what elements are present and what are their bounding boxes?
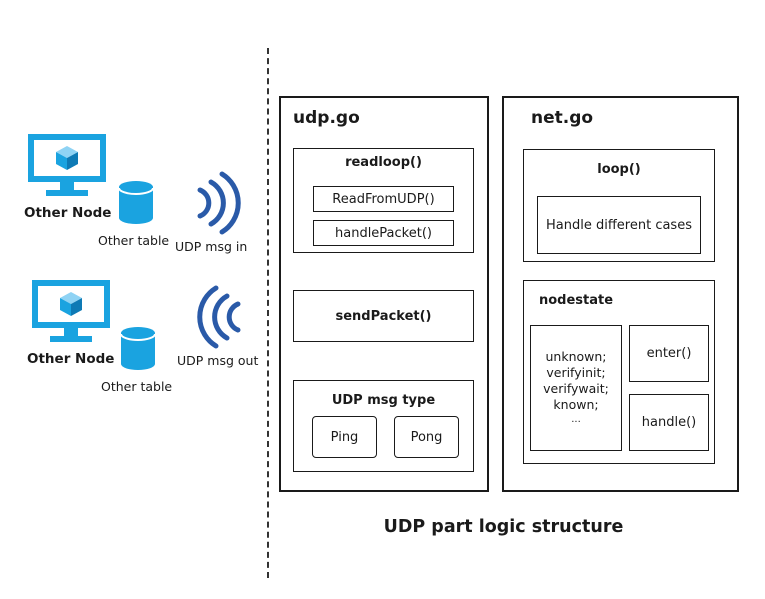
handle-cases-box: Handle different cases	[537, 196, 701, 254]
states-list: unknown; verifyinit; verifywait; known; …	[543, 349, 609, 427]
handlepacket-box: handlePacket()	[313, 220, 454, 246]
readfromudp-box: ReadFromUDP()	[313, 186, 454, 212]
handle-box: handle()	[629, 394, 709, 451]
states-box: unknown; verifyinit; verifywait; known; …	[530, 325, 622, 451]
signal-in-icon	[197, 171, 241, 235]
udp-msg-in-label: UDP msg in	[175, 239, 248, 254]
panel-title: udp.go	[293, 108, 360, 128]
signal-out-icon	[197, 285, 241, 349]
sendpacket-box: sendPacket()	[293, 290, 474, 342]
udp-msg-out-label: UDP msg out	[177, 353, 259, 368]
readloop-title: readloop()	[345, 155, 422, 170]
enter-box: enter()	[629, 325, 709, 382]
state-item: known;	[553, 397, 599, 412]
monitor-icon	[28, 134, 106, 196]
panel-title: net.go	[531, 108, 594, 128]
loop-title: loop()	[597, 162, 641, 177]
monitor-icon	[32, 280, 110, 342]
database-icon	[118, 181, 154, 224]
state-item: ...	[571, 414, 581, 425]
node-name: Other Node	[24, 205, 112, 221]
pong-box: Pong	[394, 416, 459, 458]
diagram-caption: UDP part logic structure	[383, 517, 624, 537]
ping-box: Ping	[312, 416, 377, 458]
table-label: Other table	[98, 233, 170, 248]
dashed-divider	[267, 48, 269, 578]
nodestate-title: nodestate	[539, 293, 614, 308]
state-item: unknown;	[545, 349, 607, 364]
database-icon	[120, 327, 156, 370]
state-item: verifyinit;	[546, 365, 606, 380]
state-item: verifywait;	[543, 381, 609, 396]
table-label: Other table	[101, 379, 173, 394]
udp-msg-type-title: UDP msg type	[331, 393, 436, 408]
node-name: Other Node	[27, 351, 115, 367]
